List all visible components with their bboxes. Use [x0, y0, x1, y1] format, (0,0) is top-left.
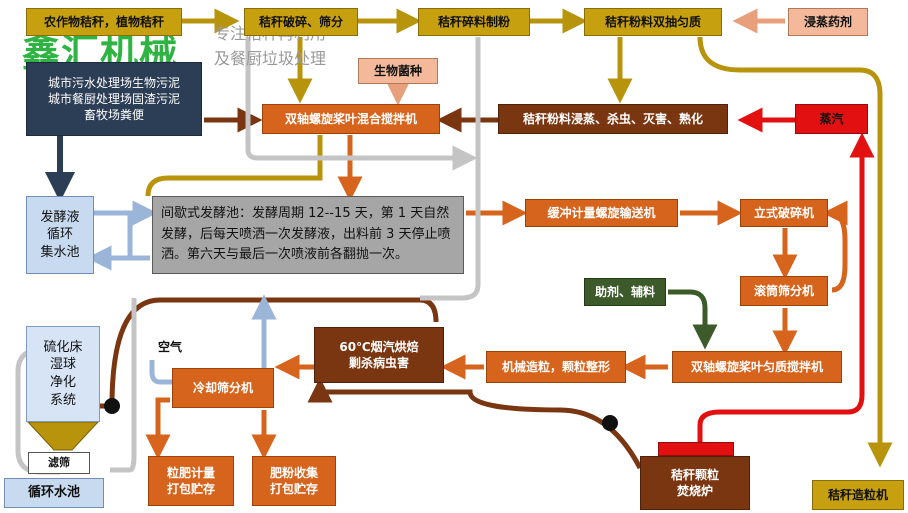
node-straw-powder: 秸秆碎料制粉: [418, 8, 530, 36]
node-waste-sources: 城市污水处理场生物污泥 城市餐厨处理场固渣污泥 畜牧场粪便: [26, 62, 202, 136]
node-vertical-crusher: 立式破碎机: [740, 199, 828, 227]
slogan-line-2: 及餐厨垃圾处理: [214, 48, 327, 68]
node-straw-pelletizer: 秸秆造粒机: [812, 480, 904, 510]
node-flue-dryer: 60℃烟汽烘焙 剿杀病虫害: [314, 327, 444, 383]
node-ferment-pool: 发酵液 循环 集水池: [26, 196, 94, 274]
node-uniform-mixer: 双轴螺旋桨叶匀质搅拌机: [672, 351, 842, 383]
node-drum-screen: 滚筒筛分机: [740, 276, 828, 306]
node-twin-shaft-mix: 秸秆粉料双抽匀质: [584, 8, 722, 36]
node-steam-kill: 秸秆粉料浸蒸、杀虫、灭害、熟化: [498, 104, 728, 134]
label-air: 空气: [158, 340, 183, 354]
node-buffer-conveyor: 缓冲计量螺旋输送机: [525, 199, 678, 227]
node-pellet-burner: 秸秆颗粒 焚烧炉: [640, 456, 750, 510]
node-filter: 滤筛: [28, 452, 90, 474]
node-circulating-pool: 循环水池: [4, 478, 104, 508]
node-crop-straw: 农作物秸秆，植物秸秆: [26, 8, 182, 36]
node-microbe: 生物菌种: [358, 58, 438, 84]
node-desulfur-system: 硫化床 湿球 净化 系统: [26, 326, 100, 422]
node-spiral-blade-mixer: 双轴螺旋桨叶混合搅拌机: [262, 104, 440, 134]
burner-top-band: [658, 442, 734, 456]
node-straw-crush: 秸秆破碎、筛分: [244, 8, 358, 36]
node-cool-screen: 冷却筛分机: [172, 368, 274, 408]
node-steam: 蒸汽: [795, 104, 868, 134]
node-ferment-description: 间歇式发酵池：发酵周期 12--15 天，第 1 天自然发酵，后每天喷洒一次发酵…: [152, 196, 464, 274]
node-steam-agent: 浸蒸药剂: [788, 8, 868, 36]
node-powder-pack: 肥粉收集 打包贮存: [252, 456, 336, 506]
node-additives: 助剂、辅料: [584, 278, 666, 306]
node-pellet-pack: 粒肥计量 打包贮存: [148, 456, 234, 506]
node-granulator: 机械造粒，颗粒整形: [486, 351, 626, 383]
